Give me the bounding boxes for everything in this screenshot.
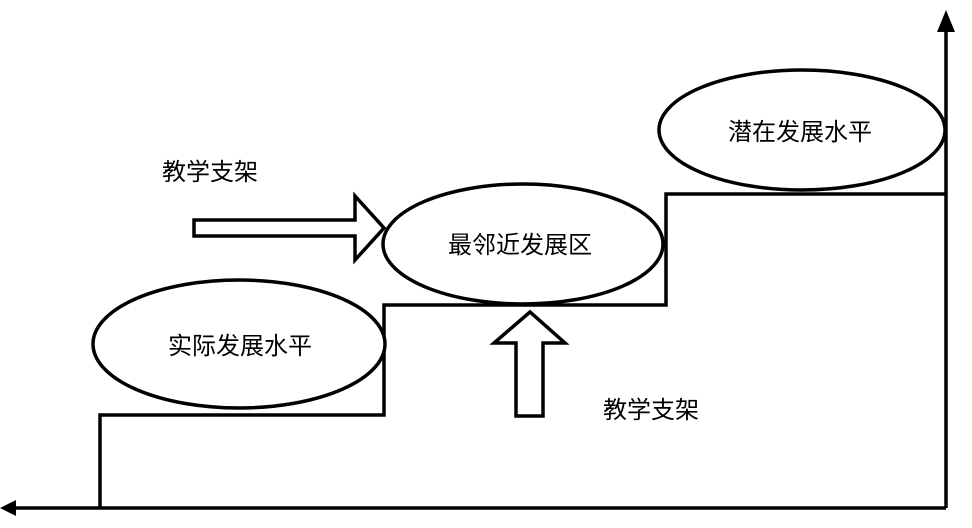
staircase	[98, 192, 946, 508]
actual-level-label: 实际发展水平	[168, 332, 312, 360]
axes	[12, 28, 948, 510]
zpd-ellipse	[381, 182, 665, 306]
scaffold-up-arrow	[489, 309, 570, 418]
actual-level-ellipse	[91, 278, 387, 410]
scaffold-right-arrow	[192, 191, 387, 265]
zpd-label: 最邻近发展区	[448, 231, 592, 259]
scaffold-bottom-label: 教学支架	[603, 396, 699, 424]
scaffold-left-label: 教学支架	[162, 158, 258, 186]
potential-level-ellipse	[657, 68, 947, 192]
potential-level-label: 潜在发展水平	[728, 118, 872, 146]
horizontal-axis-arrowhead	[0, 500, 16, 516]
vertical-axis-arrowhead	[937, 10, 955, 32]
